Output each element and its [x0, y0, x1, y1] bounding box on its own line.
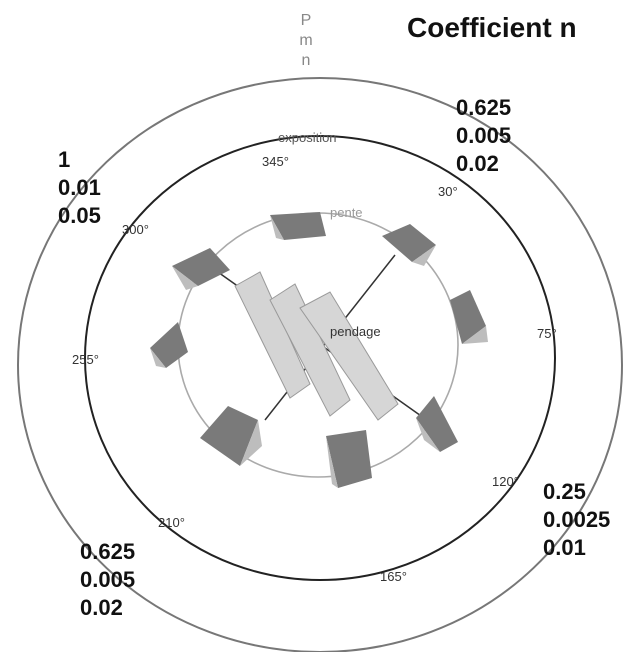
block-bottom — [326, 430, 372, 488]
coef-m: 0.0025 — [543, 507, 611, 532]
coefficients-bottom-left: 0.625 0.005 0.02 — [80, 538, 135, 622]
coef-m: 0.01 — [58, 175, 101, 200]
middle-ring — [84, 135, 556, 581]
coefficients-bottom-right: 0.25 0.0025 0.01 — [543, 478, 610, 562]
degree-120: 120° — [492, 474, 519, 489]
pente-label: pente — [330, 205, 363, 220]
pmn-label-p: P — [300, 12, 312, 29]
coef-n: 0.01 — [543, 535, 586, 560]
coefficients-top-right: 0.625 0.005 0.02 — [456, 94, 511, 178]
degree-210: 210° — [158, 515, 185, 530]
degree-345: 345° — [262, 154, 289, 169]
pendage-label: pendage — [330, 324, 381, 339]
degree-300: 300° — [122, 222, 149, 237]
block-right — [450, 290, 488, 344]
degree-75: 75° — [537, 326, 557, 341]
block-top-right — [382, 224, 436, 266]
block-left — [150, 322, 188, 368]
coef-m: 0.005 — [80, 567, 136, 592]
block-top — [270, 212, 326, 240]
diagram-title: Coefficient n — [407, 12, 577, 43]
coef-n: 0.02 — [456, 151, 499, 176]
degree-165: 165° — [380, 569, 407, 584]
coefficients-top-left: 1 0.01 0.05 — [58, 146, 101, 230]
pmn-label-m: m — [299, 32, 313, 49]
pmn-label-n: n — [301, 52, 311, 69]
block-bottom-left — [200, 406, 262, 466]
degree-30: 30° — [438, 184, 458, 199]
coef-m: 0.005 — [456, 123, 512, 148]
coef-p: 0.625 — [80, 539, 136, 564]
coef-p: 1 — [58, 147, 71, 172]
exposition-label: exposition — [278, 130, 337, 145]
coef-n: 0.02 — [80, 595, 123, 620]
pendage-slabs — [234, 271, 399, 421]
coef-p: 0.625 — [456, 95, 512, 120]
outer-ring — [17, 77, 623, 652]
block-left-top — [172, 248, 230, 290]
block-bottom-right — [416, 396, 458, 452]
degree-255: 255° — [72, 352, 99, 367]
coef-n: 0.05 — [58, 203, 101, 228]
coef-p: 0.25 — [543, 479, 586, 504]
